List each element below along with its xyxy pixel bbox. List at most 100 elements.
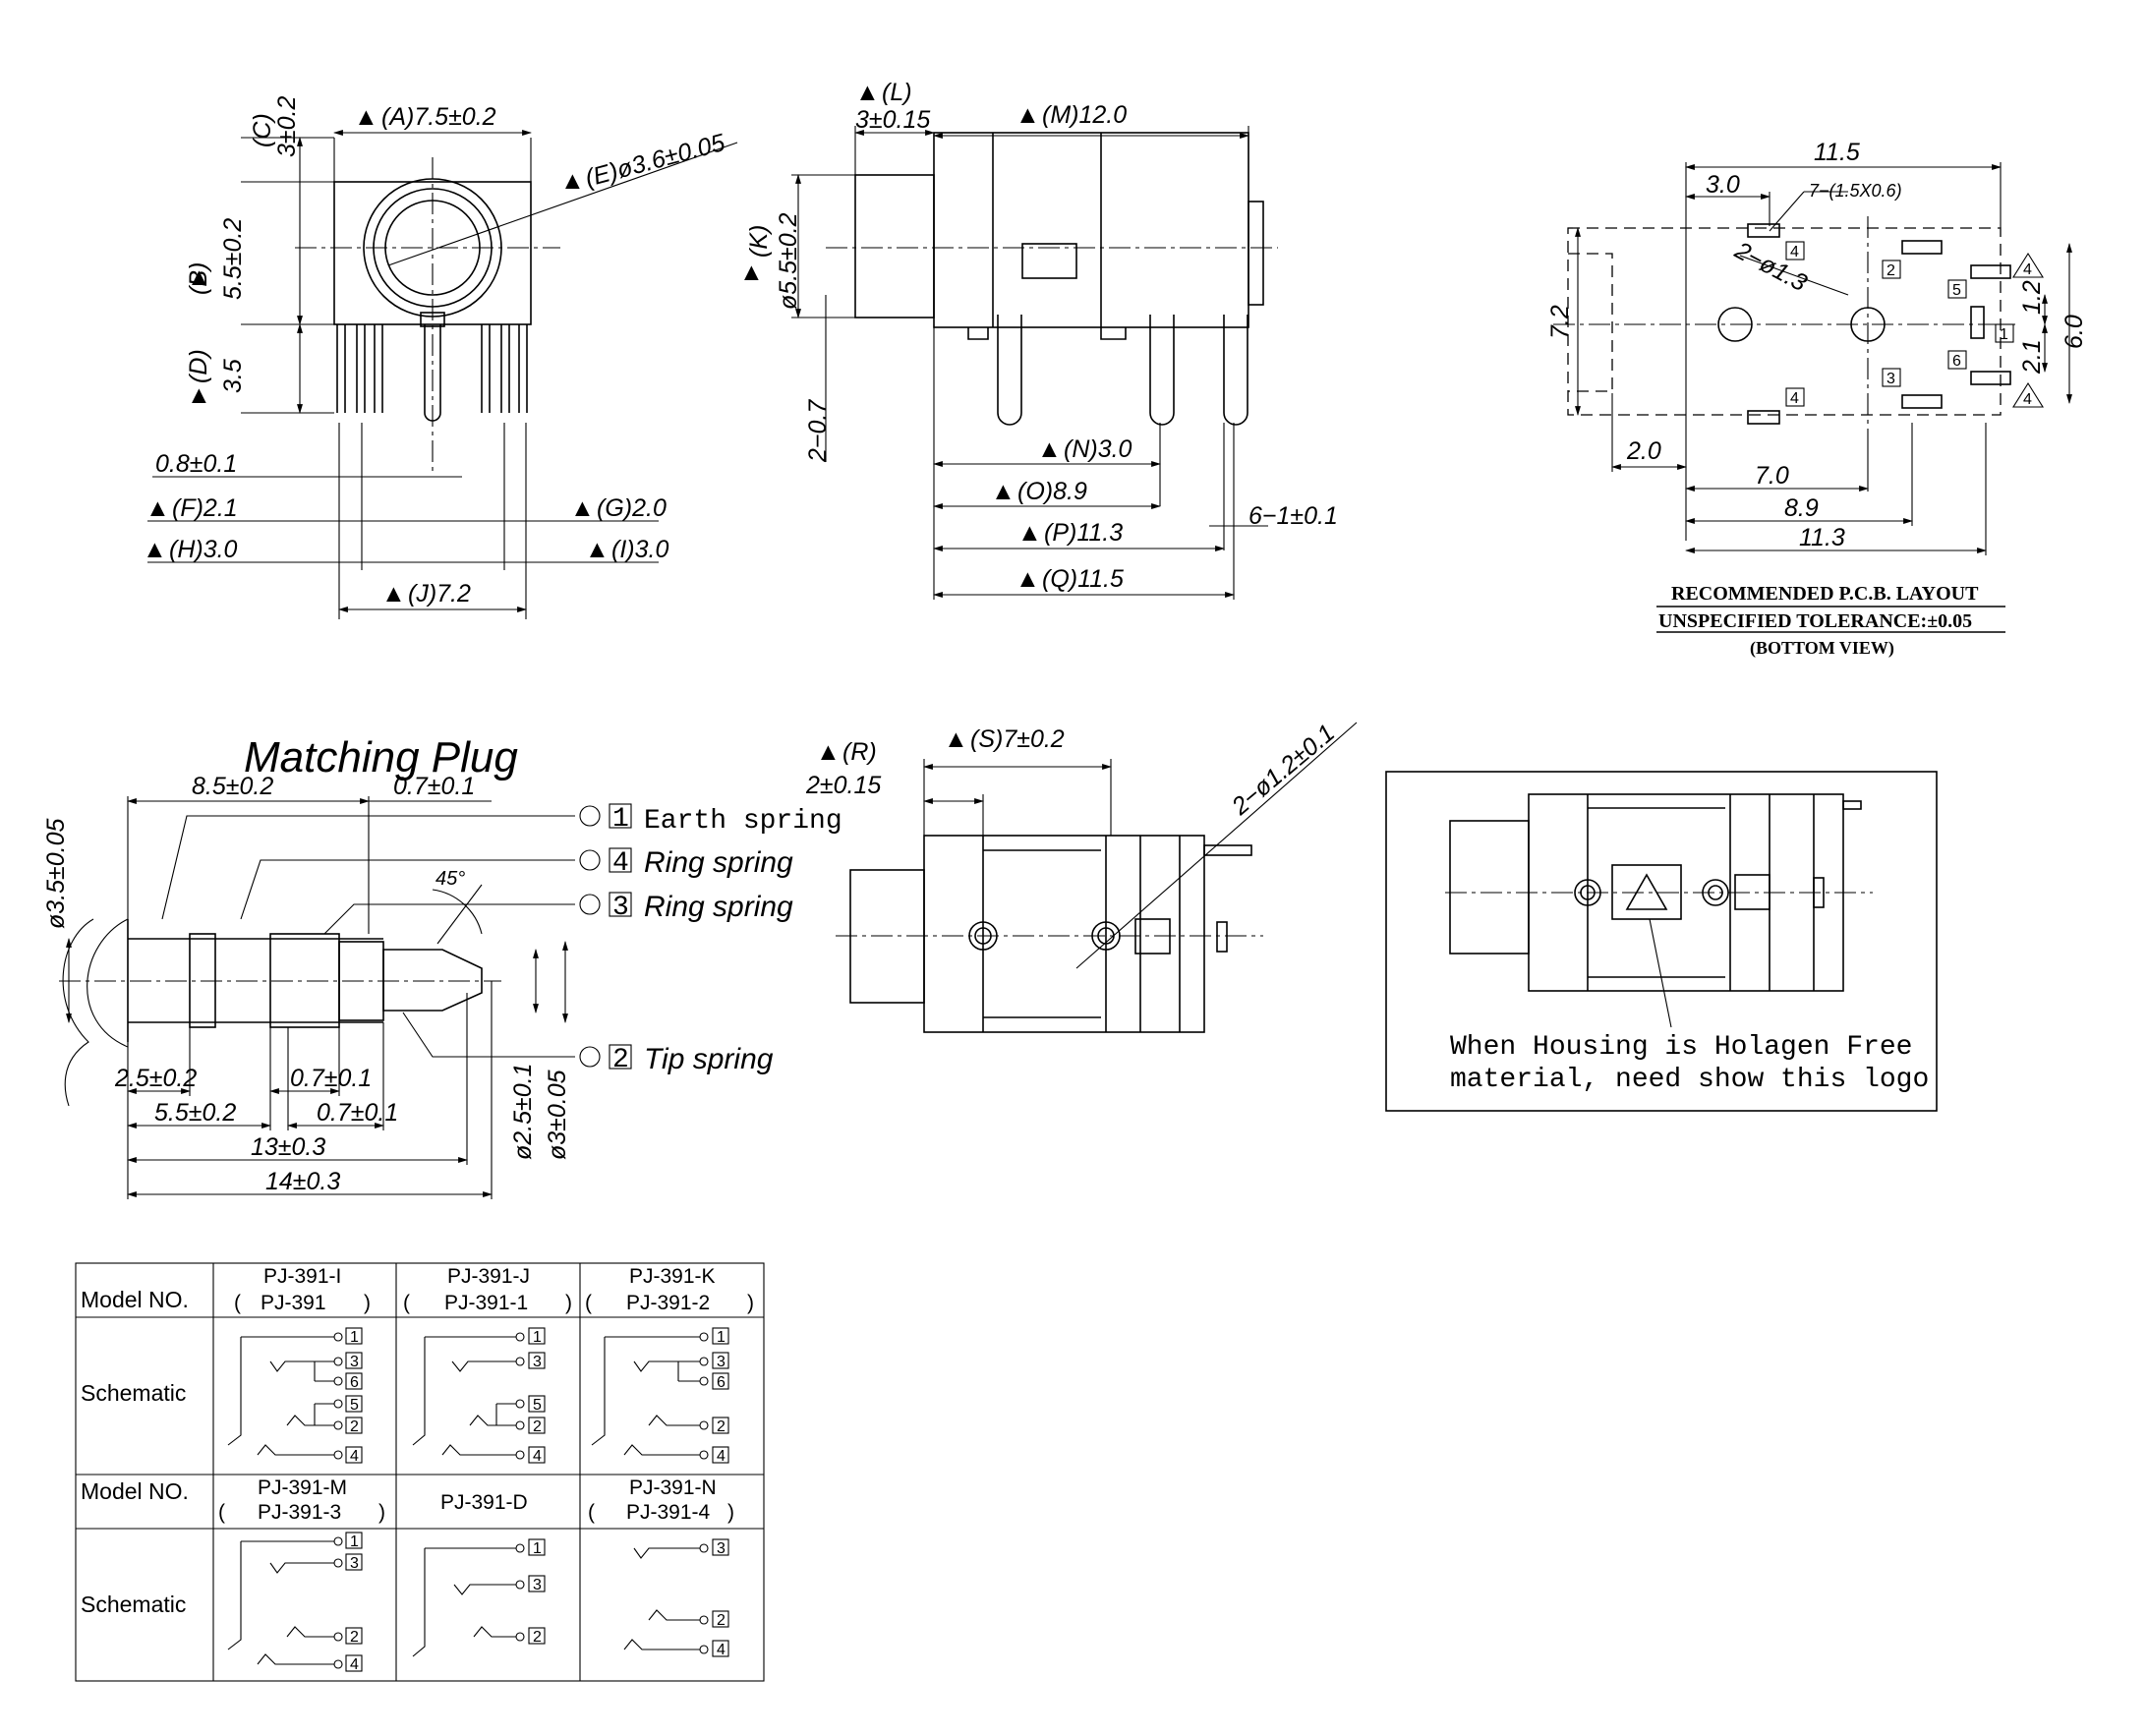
svg-text:1: 1	[717, 1329, 726, 1346]
dim-d2.5: ø2.5±0.1	[509, 1064, 537, 1161]
svg-text:2: 2	[1887, 262, 1895, 279]
side-body	[933, 132, 1249, 328]
dim-slots: 7−(1.5X0.6)	[1809, 181, 1902, 201]
dim-11.5: 11.5	[1814, 139, 1860, 166]
schematic-n: 3 2 4	[623, 1538, 729, 1658]
svg-text:2: 2	[533, 1629, 542, 1646]
dim-N: (N)3.0	[1064, 435, 1132, 463]
svg-text:(: (	[585, 1292, 592, 1314]
svg-text:3: 3	[1887, 371, 1895, 387]
svg-text:▲: ▲	[1016, 101, 1040, 129]
svg-text:4: 4	[1790, 244, 1799, 260]
svg-text:2: 2	[612, 1045, 629, 1075]
dim-1.2: 1.2	[2018, 280, 2046, 315]
svg-text:1: 1	[612, 804, 629, 835]
dim-d3: ø3±0.05	[544, 1070, 571, 1160]
svg-text:PJ-391-I: PJ-391-I	[263, 1265, 341, 1288]
pcb-title: RECOMMENDED P.C.B. LAYOUT	[1671, 583, 1979, 605]
front-view: ▲ (A)7.5±0.2 (C)3±0.2 ▲ (B) 5.5±0.2 ▲ (D…	[143, 96, 738, 619]
dim-I: (I)3.0	[611, 536, 668, 563]
dim-A-triangle: ▲	[354, 103, 378, 131]
svg-text:PJ-391-3: PJ-391-3	[258, 1501, 341, 1524]
svg-text:2: 2	[717, 1418, 726, 1435]
dim-H: (H)3.0	[169, 536, 238, 563]
spring-ring-4: 4 Ring spring	[609, 846, 793, 879]
svg-text:(: (	[234, 1292, 241, 1314]
svg-text:4: 4	[717, 1448, 726, 1465]
svg-text:PJ-391-K: PJ-391-K	[629, 1265, 716, 1288]
svg-text:(: (	[403, 1292, 410, 1314]
svg-text:): )	[565, 1292, 572, 1314]
svg-text:): )	[364, 1292, 371, 1314]
spring-ring-3: 3 Ring spring	[609, 891, 793, 923]
dim-8.5: 8.5±0.2	[192, 773, 273, 800]
dim-P: (P)11.3	[1044, 519, 1123, 547]
svg-text:): )	[378, 1501, 385, 1524]
plug-tip	[382, 949, 483, 1012]
pcb-tolerance: UNSPECIFIED TOLERANCE:±0.05	[1658, 610, 1972, 632]
svg-text:PJ-391-2: PJ-391-2	[626, 1292, 710, 1314]
svg-text:4: 4	[350, 1656, 359, 1673]
svg-text:Ring spring: Ring spring	[644, 846, 793, 879]
svg-text:): )	[727, 1501, 734, 1524]
pcb-hole-right	[1850, 307, 1886, 342]
schematic-m: 1 3 2 4	[227, 1532, 363, 1673]
side-view: ▲ (L) 3±0.15 ▲ (M)12.0 ▲ (K) ø5.5±0.2 2−…	[739, 79, 1338, 600]
svg-text:PJ-391: PJ-391	[261, 1292, 326, 1314]
dim-13: 13±0.3	[251, 1133, 325, 1161]
dim-K-label: (K)	[745, 225, 773, 258]
svg-text:1: 1	[533, 1329, 542, 1346]
dim-8.9: 8.9	[1784, 494, 1819, 522]
svg-text:▲: ▲	[1016, 565, 1040, 593]
dim-L-label: (L)	[882, 79, 912, 106]
svg-text:▲: ▲	[585, 536, 610, 563]
model-cell-k: PJ-391-K ( PJ-391-2 )	[585, 1265, 754, 1314]
svg-text:1: 1	[350, 1329, 359, 1346]
svg-text:3: 3	[717, 1540, 726, 1557]
svg-text:(: (	[588, 1501, 595, 1524]
dim-K: ø5.5±0.2	[775, 212, 802, 310]
dim-holes: 2−ø1.3	[1729, 236, 1811, 297]
svg-text:▲: ▲	[1017, 519, 1042, 547]
model-cell-m: PJ-391-M ( PJ-391-3 )	[218, 1476, 385, 1524]
top-view: ▲ (R) 2±0.15 ▲ (S)7±0.2 2−ø1.2±0.1	[805, 720, 1358, 1033]
svg-text:Ring spring: Ring spring	[644, 891, 793, 923]
svg-text:▲: ▲	[381, 580, 406, 608]
dim-7.0: 7.0	[1755, 462, 1789, 490]
pcb-pin-numbers: 4 2 5 1 6 3 4	[1785, 241, 2014, 407]
dim-L: 3±0.15	[855, 106, 930, 134]
dim-J: (J)7.2	[408, 580, 471, 608]
svg-text:): )	[747, 1292, 754, 1314]
dim-0.7-bot: 0.7±0.1	[317, 1099, 398, 1127]
schematic-j: 1 3 5 2 4	[412, 1327, 546, 1465]
dim-F: (F)2.1	[172, 494, 238, 522]
svg-text:5: 5	[1952, 282, 1961, 299]
pcb-layout: 4 2 5 1 6 3 4 4 4 11.5 3.0 7−(1.5X0.6) 2…	[1546, 139, 2088, 659]
dim-plug-d3.5: ø3.5±0.05	[42, 819, 70, 929]
spring-tip: 2 Tip spring	[609, 1043, 774, 1075]
svg-text:▲: ▲	[739, 259, 764, 286]
svg-text:▲: ▲	[855, 79, 880, 106]
svg-text:PJ-391-N: PJ-391-N	[629, 1476, 717, 1499]
svg-text:2: 2	[350, 1418, 359, 1435]
dim-B: 5.5±0.2	[219, 218, 247, 300]
svg-text:PJ-391-D: PJ-391-D	[440, 1491, 528, 1514]
dim-M: (M)12.0	[1042, 101, 1127, 129]
svg-text:PJ-391-J: PJ-391-J	[447, 1265, 530, 1288]
matching-plug: Matching Plug 1 Earth spring 4 Ring spri…	[42, 733, 842, 1199]
svg-text:Tip spring: Tip spring	[644, 1043, 774, 1075]
svg-text:6: 6	[717, 1374, 726, 1391]
front-body	[333, 181, 532, 325]
svg-text:1: 1	[2000, 326, 2008, 343]
svg-text:▲: ▲	[560, 167, 585, 195]
dim-O: (O)8.9	[1017, 478, 1087, 505]
dim-S: (S)7±0.2	[970, 725, 1065, 753]
svg-text:4: 4	[533, 1448, 542, 1465]
svg-text:4: 4	[2023, 261, 2032, 278]
top-body	[923, 835, 1205, 1033]
svg-text:▲: ▲	[944, 725, 968, 753]
model-cell-i: PJ-391-I ( PJ-391 )	[234, 1265, 371, 1314]
svg-text:3: 3	[612, 893, 629, 923]
